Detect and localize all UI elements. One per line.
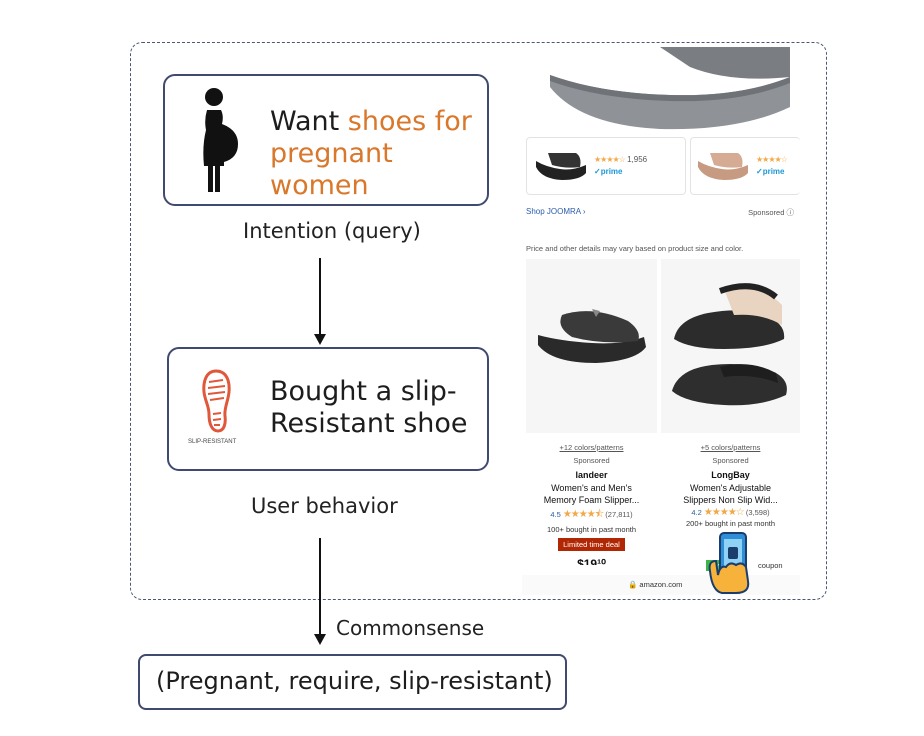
behavior-text: Bought a slip- Resistant shoe [270, 376, 480, 440]
product-1-title-1[interactable]: Women's and Men's [526, 483, 657, 493]
product-1-colors-link[interactable]: +12 colors/patterns [526, 443, 657, 452]
commonsense-text: (Pregnant, require, slip-resistant) [156, 667, 553, 695]
intention-highlight-1: shoes for [348, 106, 472, 137]
product-1-rating: 4.5 [550, 510, 560, 519]
commonsense-edge-label: Commonsense [336, 616, 484, 640]
star-rating-icon: ★★★★⯪ [563, 509, 603, 520]
url-text: 🔒 amazon.com [628, 580, 682, 589]
intention-text: Want shoes for pregnant women [270, 106, 480, 202]
product-panel: ★★★★☆ 1,956 ✓prime ★★★★☆ ✓prime Shop JOO… [522, 47, 800, 595]
behavior-line-1: Bought a slip- [270, 376, 457, 407]
behavior-caption: User behavior [251, 494, 398, 518]
black-adjustable-slipper-image [664, 269, 794, 419]
shop-joomra-link[interactable]: Shop JOOMRA › [526, 207, 586, 216]
sponsored-label: Sponsored ⓘ [748, 207, 794, 218]
product-1-info: +12 colors/patterns Sponsored landeer Wo… [526, 443, 657, 565]
thumbnail-2-rating: ★★★★☆ [756, 155, 787, 164]
star-rating-icon: ★★★★☆ [756, 155, 787, 164]
slide-sandal-image [540, 47, 800, 137]
product-2-brand: LongBay [661, 470, 800, 480]
tan-slide-thumbnail [694, 147, 750, 185]
arrow-head [314, 634, 326, 645]
product-1-bought: 100+ bought in past month [526, 525, 657, 534]
product-2-rating-row: 4.2 ★★★★☆ (3,598) [661, 507, 800, 518]
arrow-head [314, 334, 326, 345]
pregnant-woman-icon [194, 86, 244, 196]
product-1-rating-row: 4.5 ★★★★⯪ (27,811) [526, 507, 657, 524]
product-1-brand: landeer [526, 470, 657, 480]
star-rating-icon: ★★★★☆ [704, 507, 744, 518]
thumbnail-1-prime: ✓prime [594, 167, 623, 176]
product-2-title-1[interactable]: Women's Adjustable [661, 483, 800, 493]
thumbnail-1-rating: ★★★★☆ 1,956 [594, 155, 647, 164]
product-2-info: +5 colors/patterns Sponsored LongBay Wom… [661, 443, 800, 528]
star-rating-icon: ★★★★☆ [594, 155, 625, 164]
thumbnail-1-count: 1,956 [627, 155, 647, 164]
price-disclaimer: Price and other details may vary based o… [526, 244, 743, 253]
product-1-deal-badge: Limited time deal [558, 538, 625, 551]
product-2-bought: 200+ bought in past month [661, 519, 800, 528]
product-1-price: $19¹⁰ [526, 557, 657, 565]
product-1-reviews: (27,811) [605, 510, 632, 519]
product-2-reviews: (3,598) [746, 508, 770, 517]
intention-highlight-2: pregnant women [270, 138, 393, 201]
black-memory-foam-slipper-image [532, 301, 652, 371]
product-1-sponsored: Sponsored [526, 456, 657, 465]
product-2-sponsored: Sponsored [661, 456, 800, 465]
arrow-intention-to-behavior [319, 258, 321, 336]
phone-tap-icon [706, 531, 762, 595]
behavior-line-2: Resistant shoe [270, 408, 468, 439]
slip-resistant-badge-label: SLIP-RESISTANT [188, 439, 236, 445]
intention-prefix: Want [270, 106, 348, 137]
product-2-title-2[interactable]: Slippers Non Slip Wid... [661, 495, 800, 505]
product-2-colors-link[interactable]: +5 colors/patterns [661, 443, 800, 452]
slip-resistant-sole-icon [198, 368, 234, 434]
arrow-behavior-to-commonsense [319, 538, 321, 636]
product-2-rating: 4.2 [691, 508, 701, 517]
intention-caption: Intention (query) [243, 219, 421, 243]
thumbnail-2-prime: ✓prime [756, 167, 785, 176]
product-1-title-2[interactable]: Memory Foam Slipper... [526, 495, 657, 505]
black-slide-thumbnail [532, 147, 588, 185]
